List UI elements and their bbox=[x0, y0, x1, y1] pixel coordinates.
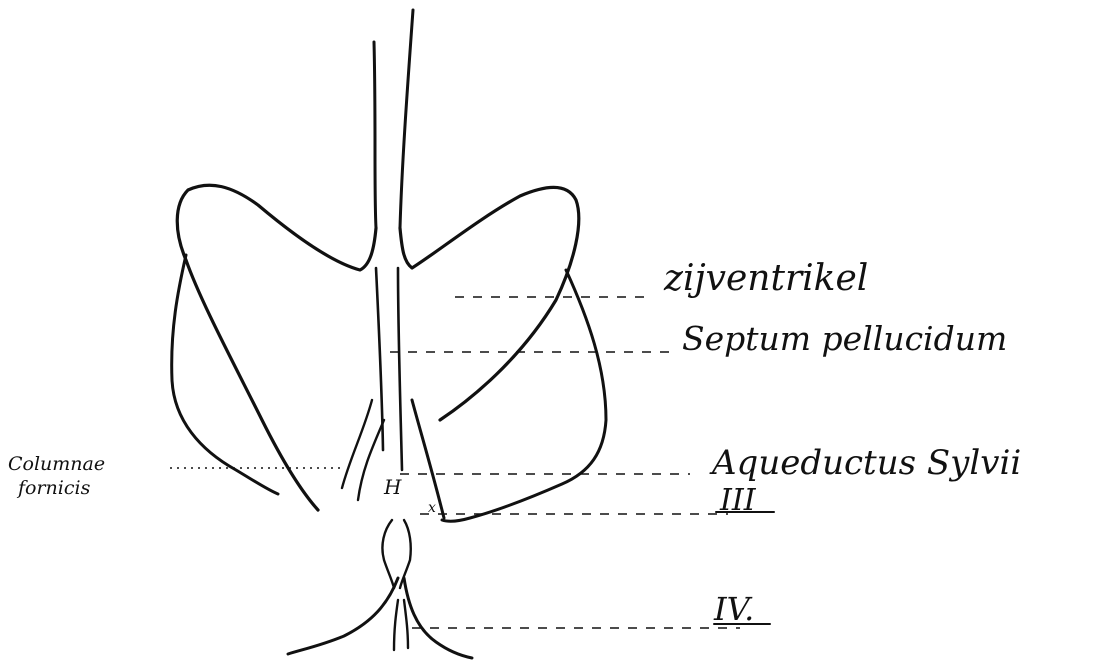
left-outer-lobe bbox=[172, 255, 278, 494]
label-aqueductus-sylvii: Aqueductus Sylvii bbox=[709, 443, 1021, 483]
label-fourth-ventricle: IV. bbox=[713, 590, 754, 628]
fourth-ventricle-stem-right bbox=[404, 600, 408, 648]
right-lateral-ventricle bbox=[400, 187, 579, 420]
label-septum-pellucidum: Septum pellucidum bbox=[682, 319, 1007, 358]
left-lateral-ventricle bbox=[177, 185, 376, 510]
right-outer-lobe bbox=[442, 270, 606, 521]
third-ventricle-left bbox=[382, 520, 394, 588]
fourth-ventricle-left bbox=[288, 578, 398, 654]
central-stalk-left bbox=[374, 42, 376, 228]
label-columnae-line1: Columnae bbox=[8, 453, 105, 475]
fourth-ventricle-stem-left bbox=[394, 600, 398, 650]
septum-right-line bbox=[398, 268, 402, 470]
label-columnae-line2: fornicis bbox=[16, 477, 91, 499]
x-mark: x bbox=[428, 500, 436, 516]
fornix-arc-left bbox=[342, 400, 372, 488]
central-stalk-right bbox=[400, 10, 413, 228]
h-mark: H bbox=[383, 475, 402, 499]
fourth-ventricle-right bbox=[404, 578, 472, 658]
label-zijventrikel: zijventrikel bbox=[663, 258, 868, 299]
